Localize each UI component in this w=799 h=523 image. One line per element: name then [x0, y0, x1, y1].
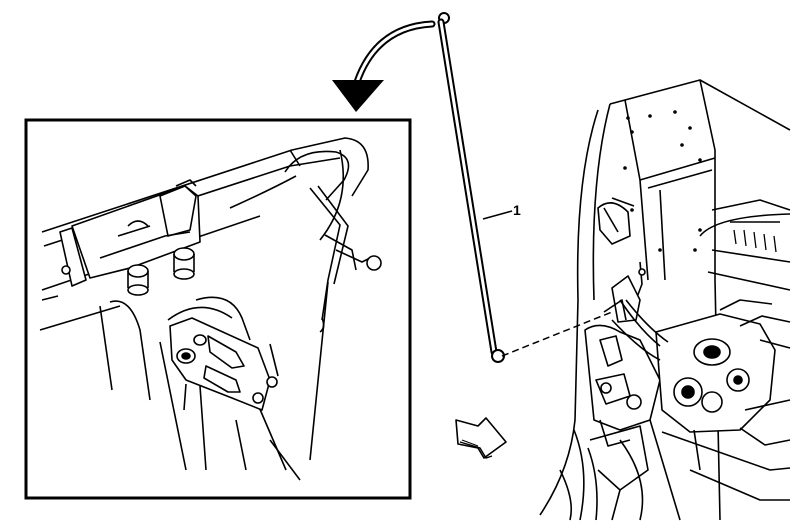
vehicle-interior-drawing	[539, 79, 791, 521]
inset-detail-view	[24, 118, 412, 500]
alignment-dashed-line	[501, 311, 613, 357]
gas-strut	[437, 12, 505, 363]
curved-arrow-icon	[332, 20, 436, 112]
forward-direction-arrow-icon	[455, 417, 507, 459]
hinge-assembly-drawing	[39, 137, 382, 481]
callout-1: 1	[482, 202, 521, 220]
callout-number: 1	[513, 202, 521, 218]
